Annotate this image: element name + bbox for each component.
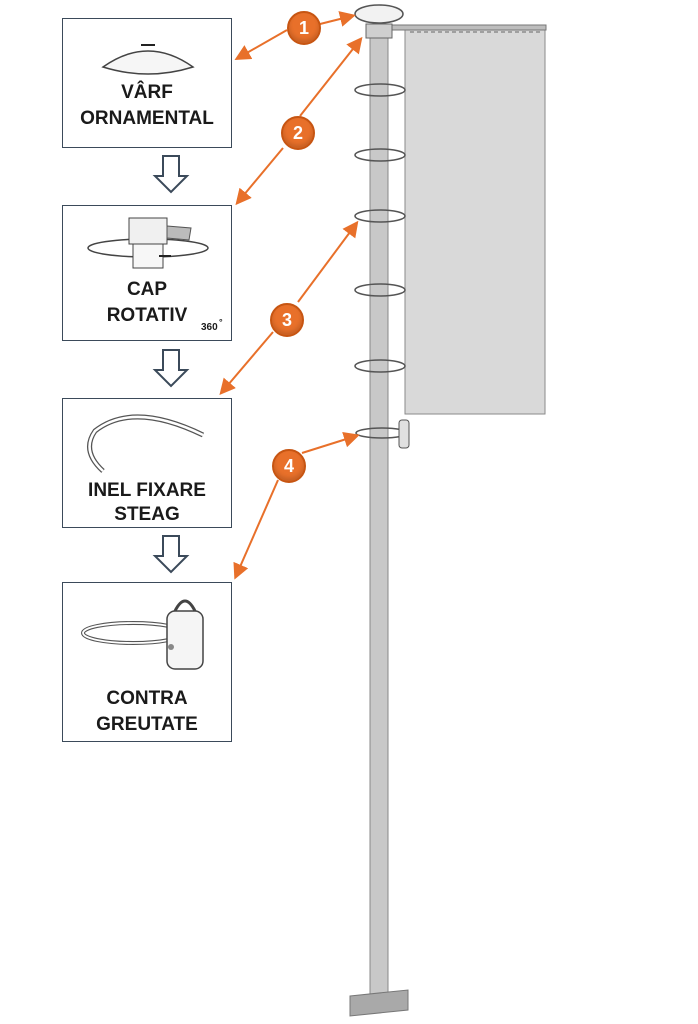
- flag-rings: [354, 83, 406, 373]
- flag-arm: [377, 24, 547, 31]
- panel-rotating-head-line1: CAP: [126, 279, 168, 300]
- panel-flag-ring: INEL FIXARE STEAG: [62, 398, 232, 528]
- degree-symbol: °: [219, 317, 223, 327]
- leader-3a: [297, 220, 359, 303]
- down-arrow-icon: [152, 535, 190, 574]
- panel-top-ornament-line1: VÂRF: [121, 82, 173, 103]
- badge-4: 4: [272, 449, 306, 483]
- badge-1: 1: [287, 11, 321, 45]
- down-arrow-icon: [152, 155, 190, 194]
- flag-ring-icon: [87, 414, 205, 473]
- leader-4a: [301, 431, 360, 454]
- panel-flag-ring-line2: STEAG: [114, 504, 180, 525]
- down-arrow-icon: [152, 349, 190, 388]
- panel-top-ornament-line2: ORNAMENTAL: [80, 108, 214, 129]
- pole-rotating-head: [365, 23, 393, 39]
- leader-3b: [219, 331, 274, 396]
- panel-top-ornament: VÂRF ORNAMENTAL: [62, 18, 232, 148]
- rotating-head-icon: [87, 217, 209, 269]
- leader-2b: [235, 147, 284, 206]
- pole-base: [349, 989, 409, 1017]
- ornament-icon: [101, 44, 195, 75]
- leader-1b: [319, 11, 356, 27]
- panel-rotating-head: CAP ROTATIV 360 °: [62, 205, 232, 341]
- pole-ornament: [354, 4, 404, 24]
- leader-4b: [233, 479, 279, 580]
- rotation-degrees: 360: [201, 322, 218, 333]
- panel-counterweight-line1: CONTRA: [106, 688, 188, 709]
- panel-counterweight-line2: GREUTATE: [96, 714, 198, 735]
- down-arrows: [152, 155, 190, 574]
- pole: [369, 33, 389, 997]
- leader-2a: [299, 36, 363, 117]
- panel-counterweight: CONTRA GREUTATE: [62, 582, 232, 742]
- flag-banner: [404, 27, 546, 415]
- badge-2: 2: [281, 116, 315, 150]
- badge-3: 3: [270, 303, 304, 337]
- leader-1: [234, 29, 288, 60]
- panel-flag-ring-line1: INEL FIXARE: [88, 480, 206, 501]
- counterweight-icon: [81, 599, 204, 670]
- panel-rotating-head-line2: ROTATIV: [106, 305, 188, 326]
